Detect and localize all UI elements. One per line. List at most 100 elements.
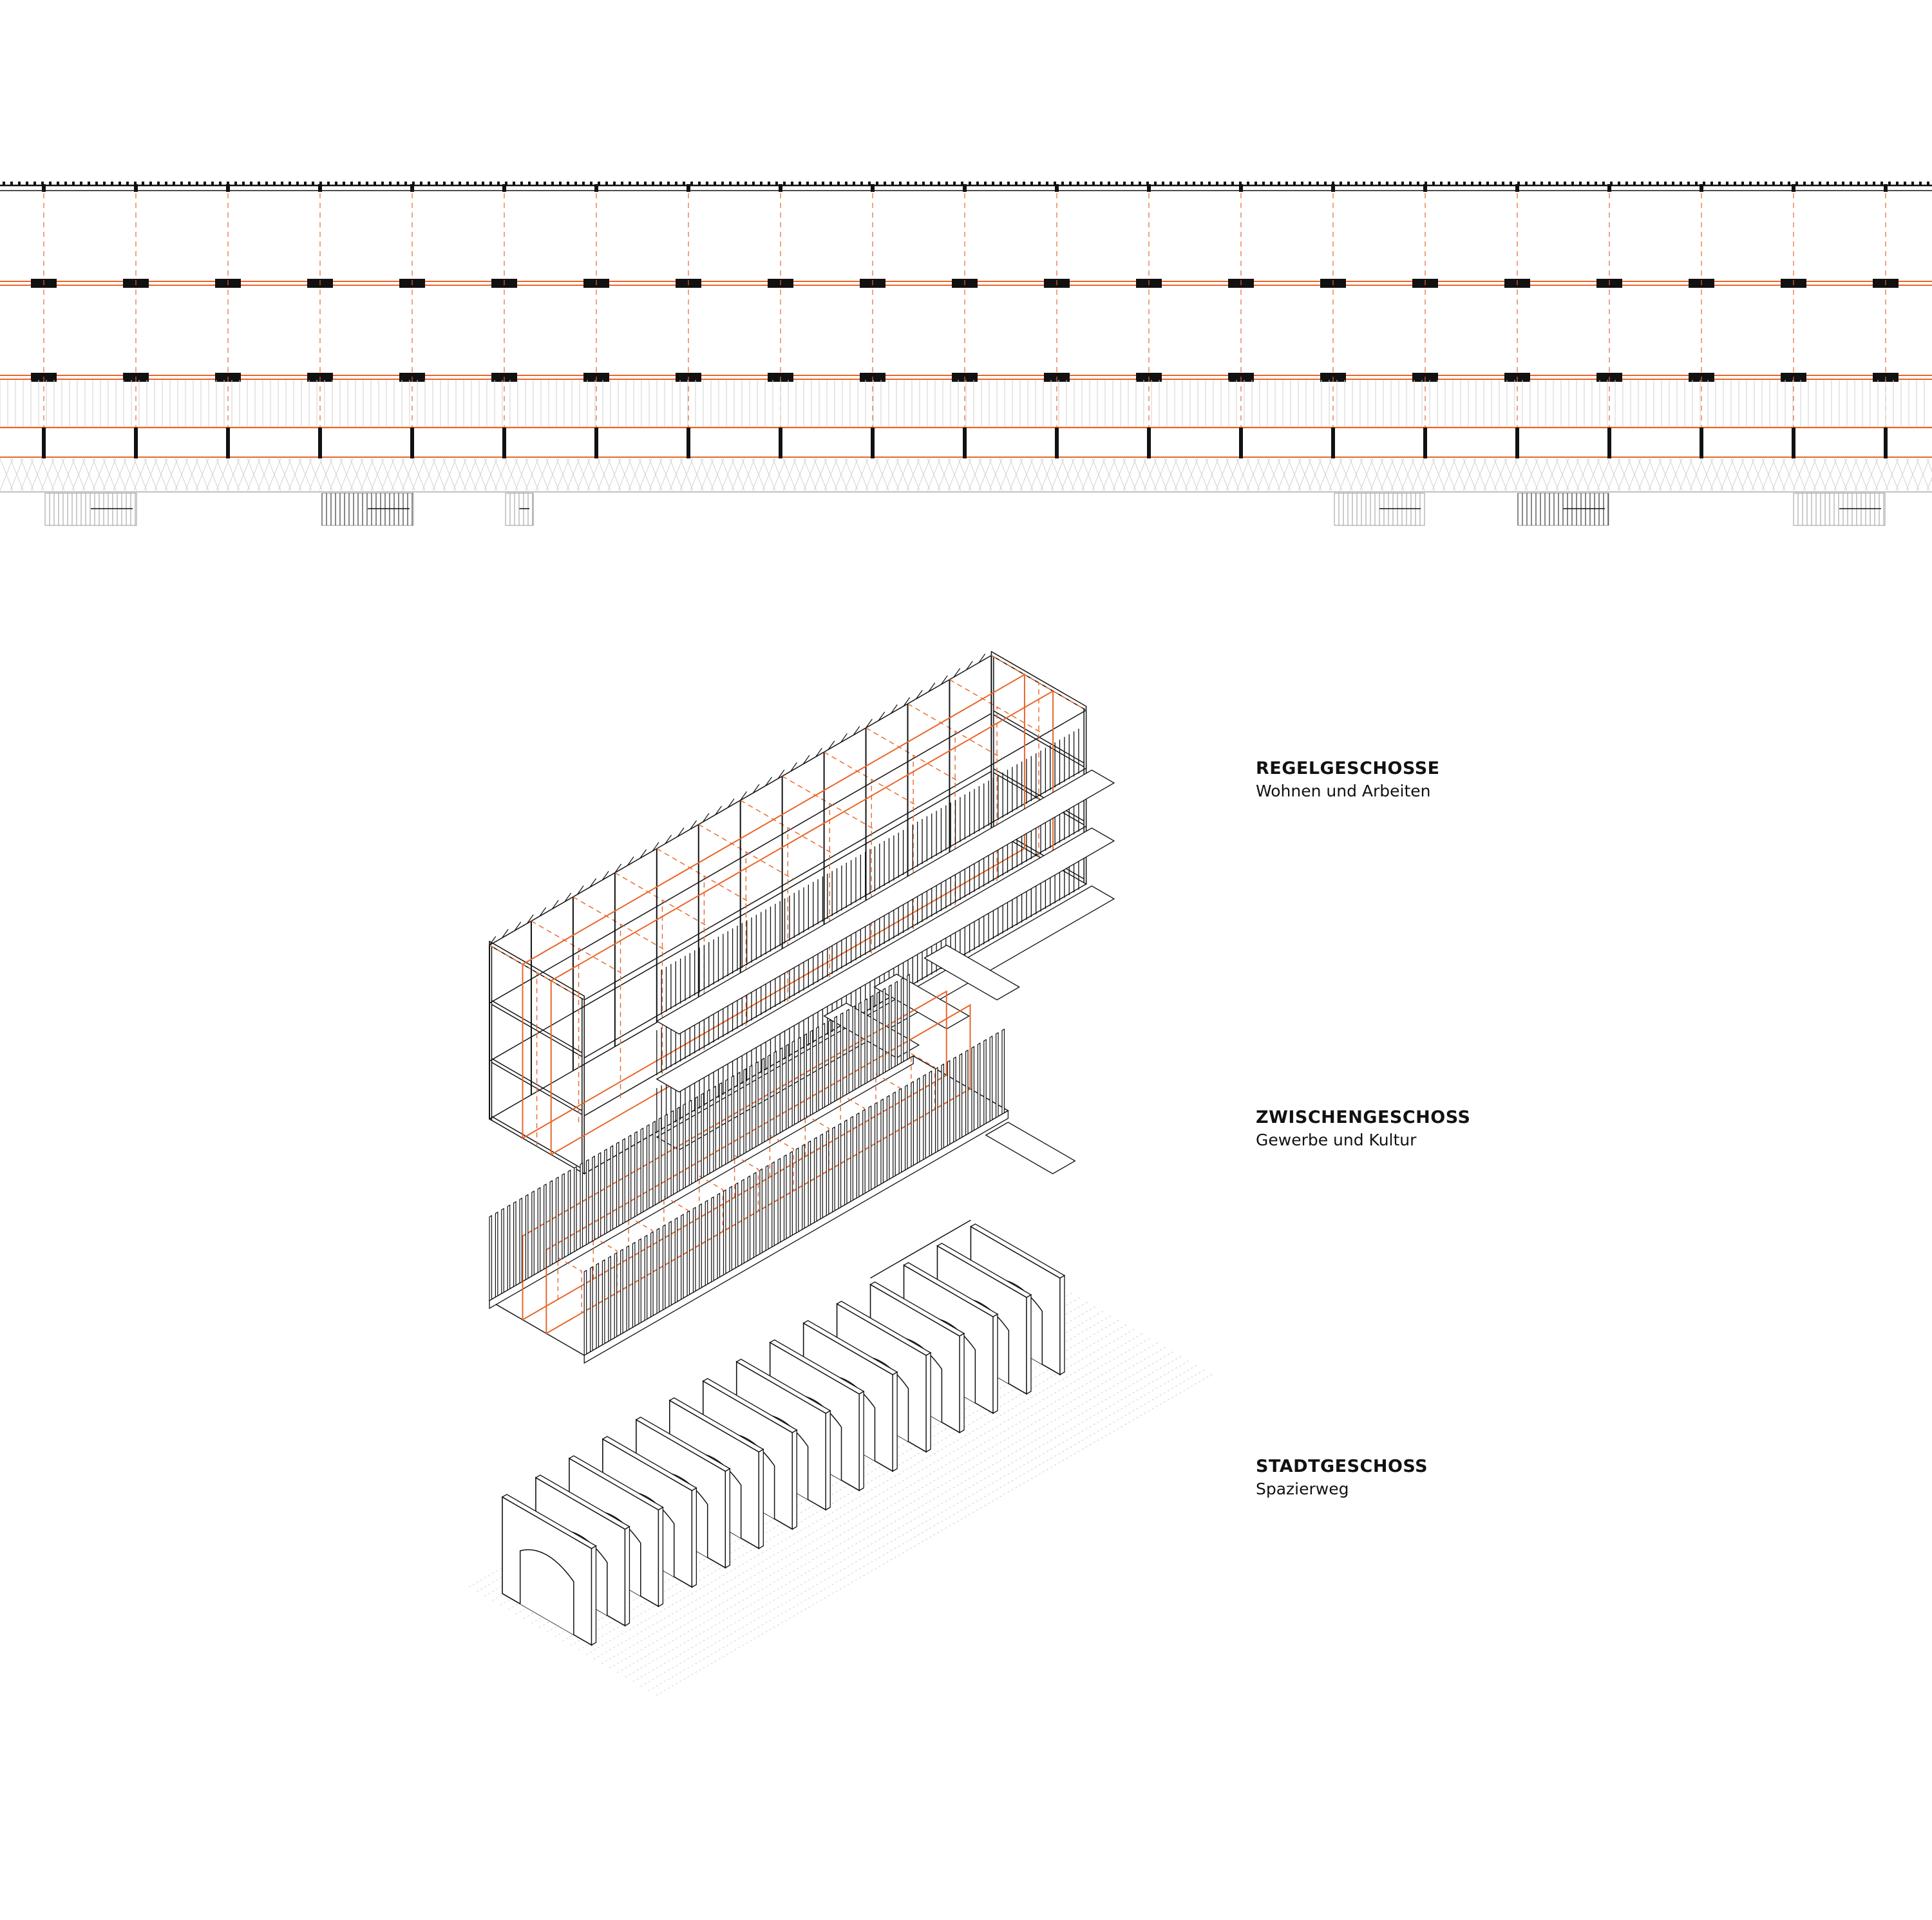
roof-dot <box>1239 182 1242 185</box>
roof-dot <box>1564 182 1566 185</box>
facade-fin <box>717 1192 721 1279</box>
ground-hatch <box>1153 458 1168 491</box>
facade-fin <box>652 1120 656 1207</box>
dashed-partition <box>592 1236 618 1293</box>
roof-dot <box>1077 182 1079 185</box>
facade-fin <box>907 974 910 1060</box>
roof-dot <box>188 182 191 185</box>
roof-dot <box>1811 182 1814 185</box>
facade-fin <box>519 1197 523 1284</box>
roof-dot <box>837 182 840 185</box>
roof-dot <box>1664 182 1667 185</box>
roof-dot <box>729 182 732 185</box>
ground-column <box>871 428 875 458</box>
roof-dot <box>1231 182 1234 185</box>
roof-tooth <box>853 726 860 736</box>
roof-tooth <box>727 798 735 808</box>
dashed-partition <box>875 1073 900 1130</box>
ground-hatch <box>1071 458 1085 491</box>
roof-post <box>1515 184 1519 192</box>
ground-hatch <box>339 458 354 491</box>
roof-dot <box>1479 182 1481 185</box>
regelgeschosse-axonometric <box>489 650 1115 1175</box>
facade-fin <box>795 1147 799 1234</box>
label-zwischengeschoss: ZWISCHENGESCHOSS Gewerbe und Kultur <box>1256 1107 1470 1150</box>
roof-dot <box>1108 182 1110 185</box>
roof-tooth <box>514 921 522 931</box>
ground-hatch <box>731 458 745 491</box>
ground-hatch <box>1164 458 1178 491</box>
roof-dot <box>876 182 878 185</box>
facade-fin <box>670 1110 674 1197</box>
ground-column <box>963 428 967 458</box>
roof-dot <box>242 182 245 185</box>
ground-hatch <box>906 458 920 491</box>
facade-fin <box>662 1224 666 1311</box>
roof-dot <box>613 182 616 185</box>
arch-top <box>769 1339 865 1395</box>
facade-fin <box>601 1259 605 1346</box>
roof-dot <box>1896 182 1899 185</box>
roof-dot <box>1710 182 1713 185</box>
floor-edge <box>583 1109 1009 1364</box>
roof-dot <box>1726 182 1728 185</box>
roof-dot <box>1162 182 1164 185</box>
ground-hatch <box>556 458 570 491</box>
arch-top <box>735 1359 831 1414</box>
ground-hatch <box>628 458 642 491</box>
ground-column <box>226 428 230 458</box>
facade-fin <box>614 1252 618 1339</box>
ground-hatch <box>782 458 797 491</box>
roof-dot <box>1625 182 1628 185</box>
roof-dot <box>845 182 848 185</box>
roof-dot <box>41 182 44 185</box>
ground-hatch <box>329 458 343 491</box>
facade-fin <box>665 1113 668 1200</box>
ground-hatch <box>205 458 220 491</box>
roof-dot <box>1865 182 1868 185</box>
facade-fin <box>747 1175 751 1262</box>
dashed-partition <box>663 1195 688 1252</box>
arch-edge <box>825 1409 831 1511</box>
ground-hatch <box>288 458 302 491</box>
ground-hatch <box>916 458 931 491</box>
roof-dot <box>289 182 291 185</box>
ground-hatch <box>1669 458 1683 491</box>
facade-fin <box>804 1033 807 1120</box>
roof-dot <box>1471 182 1473 185</box>
roof-post <box>1055 184 1059 192</box>
roof-dot <box>1046 182 1048 185</box>
facade-fin <box>779 1047 783 1134</box>
dashed-partition <box>699 1175 724 1232</box>
arch-top <box>936 1243 1032 1298</box>
roof-dot <box>737 182 739 185</box>
facade-fin <box>802 1144 805 1230</box>
facade-fin <box>622 1138 625 1225</box>
roof-dot <box>1038 182 1041 185</box>
roof-dot <box>1084 182 1087 185</box>
ground-hatch <box>1143 458 1157 491</box>
roof-tooth <box>489 936 497 946</box>
facade-fin <box>656 1227 660 1314</box>
facade-fin <box>729 1185 732 1272</box>
arch-top <box>802 1320 898 1375</box>
facade-fin <box>989 1035 993 1122</box>
ground-hatch <box>968 458 982 491</box>
ground-hatch <box>1370 458 1384 491</box>
roof-dot <box>1803 182 1806 185</box>
ground-hatch <box>370 458 384 491</box>
ground-hatch <box>669 458 683 491</box>
ground-hatch <box>638 458 652 491</box>
roof-dot <box>1919 182 1922 185</box>
roof-dot <box>829 182 832 185</box>
ground-hatch <box>978 458 992 491</box>
arch-top <box>568 1455 664 1511</box>
ground-hatch <box>319 458 333 491</box>
ground-hatch <box>494 458 508 491</box>
roof-dot <box>969 182 971 185</box>
ground-grid <box>656 1373 1215 1696</box>
ground-hatch <box>247 458 261 491</box>
ground-hatch <box>1452 458 1466 491</box>
facade-fin <box>692 1207 696 1294</box>
ground-hatch <box>855 458 869 491</box>
